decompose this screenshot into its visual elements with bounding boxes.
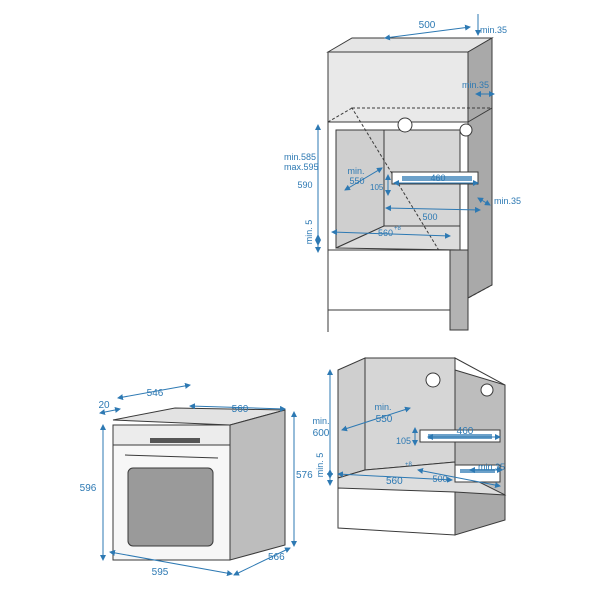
oven-unit: 546 20 560 596 576 595 566 xyxy=(80,382,313,578)
vent-width-label: 460 xyxy=(457,426,474,437)
vent-hole xyxy=(459,123,473,137)
height-value: 600 xyxy=(313,428,330,439)
height-max-label: max.595 xyxy=(284,162,319,172)
height-total-label: 596 xyxy=(80,483,97,494)
rear-gap-label: min.35 xyxy=(494,196,521,206)
depth-total-label: 546 xyxy=(147,388,164,399)
rear-width-label: 500 xyxy=(432,474,447,484)
rear-gap-label: min.35 xyxy=(478,462,505,472)
side-gap-label: min.35 xyxy=(462,80,489,90)
base-min-label: min. 5 xyxy=(315,453,325,478)
vent-height-label: 105 xyxy=(370,183,384,192)
top-width-label: 500 xyxy=(419,20,436,31)
door-offset-label: 20 xyxy=(98,400,110,411)
vent-width-label: 460 xyxy=(430,173,445,183)
under-counter-dimensions: min. 600 min. 550 105 460 min. 5 560 +8 … xyxy=(312,369,505,488)
depth-min-label: min. xyxy=(374,402,391,412)
height-body-label: 576 xyxy=(296,470,313,481)
width-front-label: 595 xyxy=(152,567,169,578)
vent-hole xyxy=(425,372,441,388)
under-counter-installation: min. 600 min. 550 105 460 min. 5 560 +8 … xyxy=(312,357,507,536)
top-gap-label: min.35 xyxy=(480,25,507,35)
display xyxy=(150,438,200,443)
vent-height-label: 105 xyxy=(396,436,411,446)
inner-width-tol: +8 xyxy=(394,226,402,232)
height-min-label: min.585 xyxy=(284,152,316,162)
width-body-label: 560 xyxy=(232,404,249,415)
inner-width-label: 560 xyxy=(378,228,393,238)
oven-dimensions: 546 20 560 596 576 595 566 xyxy=(80,382,313,578)
rear-width-label: 500 xyxy=(422,212,437,222)
depth-min-value: 550 xyxy=(376,414,393,425)
inner-width-label: 560 xyxy=(386,476,403,487)
door-window xyxy=(127,467,214,547)
tall-cabinet-installation: 500 min.35 min.35 min.585 max.595 590 mi… xyxy=(284,14,521,332)
top-install-dimensions: 500 min.35 min.35 min.585 max.595 590 mi… xyxy=(284,14,521,253)
height-label: 590 xyxy=(297,180,312,190)
lower-cabinet xyxy=(327,249,469,332)
upper-cabinet xyxy=(326,37,494,123)
inner-width-tol: +8 xyxy=(405,462,413,468)
height-min-label: min. xyxy=(312,416,329,426)
oven-side xyxy=(229,409,286,561)
base-min-label: min. 5 xyxy=(304,220,314,245)
depth-body-label: 566 xyxy=(268,552,285,563)
depth-min-label: min. xyxy=(347,166,364,176)
vent-hole xyxy=(480,383,494,397)
door-handle xyxy=(124,454,219,459)
control-panel xyxy=(112,424,231,446)
depth-min-value: 550 xyxy=(349,176,364,186)
vent-hole xyxy=(397,117,413,133)
